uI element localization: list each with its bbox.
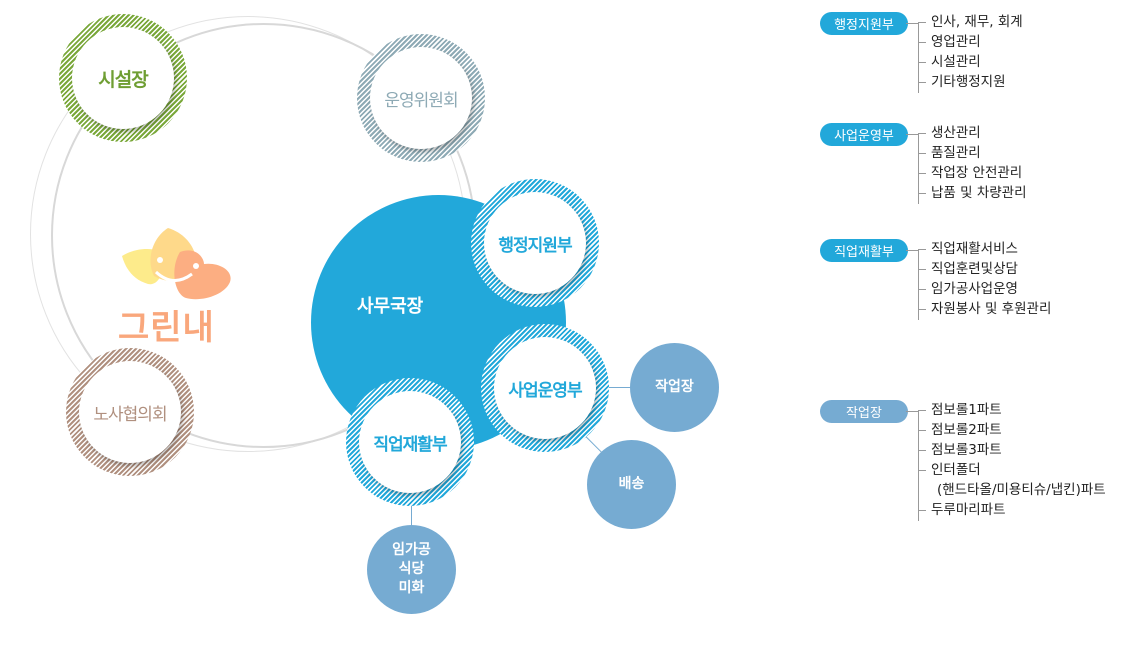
list-item: 점보롤2파트: [918, 420, 1106, 440]
list-item: 시설관리: [918, 52, 1023, 72]
connector-business-delivery: [584, 435, 602, 453]
logo: 그린내: [118, 224, 238, 348]
connector-rehab-misc: [411, 500, 412, 528]
list-item: 자원봉사 및 후원관리: [918, 299, 1051, 319]
node-director-label: 사무국장: [357, 296, 424, 317]
list-item: 인터폴더: [918, 460, 1106, 480]
node-committee-label: 운영위원회: [370, 47, 472, 149]
node-admin-label: 행정지원부: [484, 192, 586, 294]
node-committee[interactable]: 운영위원회: [357, 34, 485, 162]
dept-list-rehab: 직업재활서비스 직업훈련및상담 임가공사업운영 자원봉사 및 후원관리: [906, 239, 1051, 320]
dept-list-admin: 인사, 재무, 회계 영업관리 시설관리 기타행정지원: [906, 12, 1023, 93]
node-labor-label: 노사협의회: [79, 361, 181, 463]
logo-text: 그린내: [118, 308, 215, 348]
node-admin[interactable]: 행정지원부: [471, 179, 599, 307]
dept-pill-admin: 행정지원부: [820, 12, 908, 35]
dept-pill-workshop: 작업장: [820, 400, 908, 423]
list-item: 기타행정지원: [918, 72, 1023, 92]
dept-pill-business: 사업운영부: [820, 123, 908, 146]
node-facility-label: 시설장: [72, 27, 174, 129]
node-business-label: 사업운영부: [494, 337, 596, 439]
dept-pill-rehab: 직업재활부: [820, 239, 908, 262]
node-workshop[interactable]: 작업장: [630, 343, 719, 432]
node-misc[interactable]: 임가공 식당 미화: [367, 525, 456, 614]
list-item: 임가공사업운영: [918, 279, 1051, 299]
list-item: 품질관리: [918, 143, 1027, 163]
list-item: 작업장 안전관리: [918, 163, 1027, 183]
list-item: 직업훈련및상담: [918, 259, 1051, 279]
node-facility[interactable]: 시설장: [59, 14, 187, 142]
dept-list-business: 생산관리 품질관리 작업장 안전관리 납품 및 차량관리: [906, 123, 1027, 204]
node-delivery[interactable]: 배송: [587, 440, 676, 529]
list-item: 점보롤3파트: [918, 440, 1106, 460]
list-item: 점보롤1파트: [918, 400, 1106, 420]
list-item: 납품 및 차량관리: [918, 183, 1027, 203]
logo-leaf-icon: [122, 228, 231, 300]
list-item: 직업재활서비스: [918, 239, 1051, 259]
node-business[interactable]: 사업운영부: [481, 324, 609, 452]
connector-business-workshop: [600, 387, 632, 388]
node-rehab-label: 직업재활부: [359, 391, 461, 493]
list-item: (핸드타올/미용티슈/냅킨)파트: [937, 482, 1106, 498]
node-labor[interactable]: 노사협의회: [66, 348, 194, 476]
dept-list-workshop: 점보롤1파트 점보롤2파트 점보롤3파트 인터폴더 (핸드타올/미용티슈/냅킨)…: [906, 400, 1106, 521]
list-item: 두루마리파트: [918, 500, 1106, 520]
list-item: 인사, 재무, 회계: [918, 12, 1023, 32]
list-item: 생산관리: [918, 123, 1027, 143]
list-item: 영업관리: [918, 32, 1023, 52]
node-rehab[interactable]: 직업재활부: [346, 378, 474, 506]
